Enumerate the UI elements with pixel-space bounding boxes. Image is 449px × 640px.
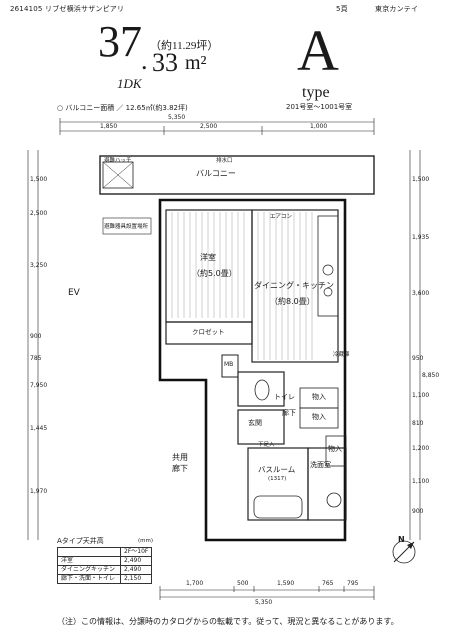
dim-right-9: 900 [412,508,424,515]
bath-room [247,447,309,521]
dim-right-7: 1,200 [412,445,430,452]
stove-icon [323,287,333,297]
compass-icon [392,540,416,564]
type-word: type [302,84,330,101]
listing-code: 2614105 リブゼ横浜サザンピアリ [10,5,125,13]
label-aircon: エアコン [270,214,293,220]
balcony-area-note: ○ バルコニー面積 ／ 12.65㎡(約3.82坪) [57,104,188,112]
ceiling-row-name: 洋室 [57,556,121,566]
storage-2 [299,407,339,429]
label-common-corridor-1: 共用 [172,453,188,462]
balcony-outline [99,155,375,195]
washroom [307,447,347,521]
dim-bottom-c: 1,590 [277,580,295,587]
label-storage-2: 物入 [312,413,326,421]
dim-bottom-b: 500 [237,580,249,587]
dim-left-3: 3,250 [30,262,48,269]
dim-right-3: 3,600 [412,290,430,297]
sink-icon [322,264,334,276]
ceiling-table: 2F〜10F 洋室 2,490 ダイニングキッチン 2,490 廊下・洗面・トイ… [57,547,153,584]
label-ev: EV [68,288,80,298]
area-dot: . [141,46,148,75]
evac-space-box [102,217,152,235]
label-bath: バスルーム [258,465,296,474]
label-entrance: 玄関 [248,419,262,427]
ceiling-table-blank [57,547,121,557]
ceiling-row-value: 2,490 [119,556,153,566]
ceiling-row-name: 廊下・洗面・トイレ [57,574,121,584]
dim-right-1: 1,500 [412,176,430,183]
compass-label: N [398,535,405,544]
ceiling-row-name: ダイニングキッチン [57,565,121,575]
unit-outer-wall [158,198,347,542]
label-closet: クロゼット [192,328,225,336]
layout-type: 1DK [117,76,142,91]
label-drain: 排水口 [216,158,233,164]
toilet-icon [254,379,270,401]
label-common-corridor-2: 廊下 [172,464,188,473]
ceiling-table-unit: (mm) [138,538,154,544]
area-fraction: 33 [152,48,178,77]
label-bath-size: (1317) [268,476,287,482]
washing-machine-icon [326,492,342,508]
entrance [237,409,285,445]
dim-top-total: 5,350 [168,114,186,121]
label-evac-hatch: 避難ハッチ [104,158,132,164]
dim-right-total: 8,850 [422,372,440,379]
label-dk-size: （約8.0畳） [270,297,315,306]
dim-right-6: 810 [412,420,424,427]
unit-range: 201号室〜1001号室 [286,103,353,111]
label-storage-3: 物入 [328,445,342,453]
label-western-size: （約5.0畳） [192,269,237,278]
dim-right-2: 1,935 [412,234,430,241]
label-evac-space: 避難器具設置場所 [104,224,149,230]
bathtub-icon [253,495,303,519]
label-balcony: バルコニー [196,169,236,178]
western-room [165,209,253,323]
ceiling-row-value: 2,150 [119,574,153,584]
label-corridor: 廊下 [282,409,296,417]
page-number: 5頁 [336,5,348,13]
dim-bottom-e: 795 [347,580,359,587]
label-washroom: 洗面室 [310,461,331,469]
dim-top-a: 1,850 [100,123,118,130]
dim-left-6: 7,950 [30,382,48,389]
dim-left-8: 1,970 [30,488,48,495]
dim-left-7: 1,445 [30,425,48,432]
dim-right-8: 1,100 [412,478,430,485]
label-western: 洋室 [200,253,216,262]
label-storage-1: 物入 [312,393,326,401]
ceiling-row-value: 2,490 [119,565,153,575]
label-fridge: 冷蔵庫 [333,352,350,358]
footer-note: （注）この情報は、分譲時のカタログからの転載です。従って、現況と異なることがあり… [57,617,399,626]
area-tsubo: （約11.29坪） [150,40,219,52]
area-unit: m² [185,52,207,74]
dim-right-5: 1,100 [412,392,430,399]
label-dk: ダイニング・キッチン [254,281,334,290]
dim-right-4: 950 [412,355,424,362]
dim-bottom-a: 1,700 [186,580,204,587]
company-name: 東京カンテイ [375,5,419,13]
dim-top-c: 1,000 [310,123,328,130]
evac-hatch [102,161,134,189]
toilet-room [237,371,285,407]
dim-left-4: 900 [30,333,42,340]
mb-box [221,354,239,378]
type-letter: A [297,18,339,83]
dim-left-2: 2,500 [30,210,48,217]
area-integer: 37 [98,17,142,66]
ceiling-table-caption: Aタイプ天井高 [57,537,104,545]
kitchen-counter [317,215,339,317]
dim-bottom-total: 5,350 [255,599,273,606]
dim-top-b: 2,500 [200,123,218,130]
dim-bottom-d: 765 [322,580,334,587]
label-shoes: 下足入 [258,442,275,448]
dim-left-1: 1,500 [30,176,48,183]
ceiling-table-col: 2F〜10F [119,547,153,557]
label-toilet: トイレ [274,393,295,401]
dim-left-5: 785 [30,355,42,362]
label-mb: MB [224,361,234,368]
